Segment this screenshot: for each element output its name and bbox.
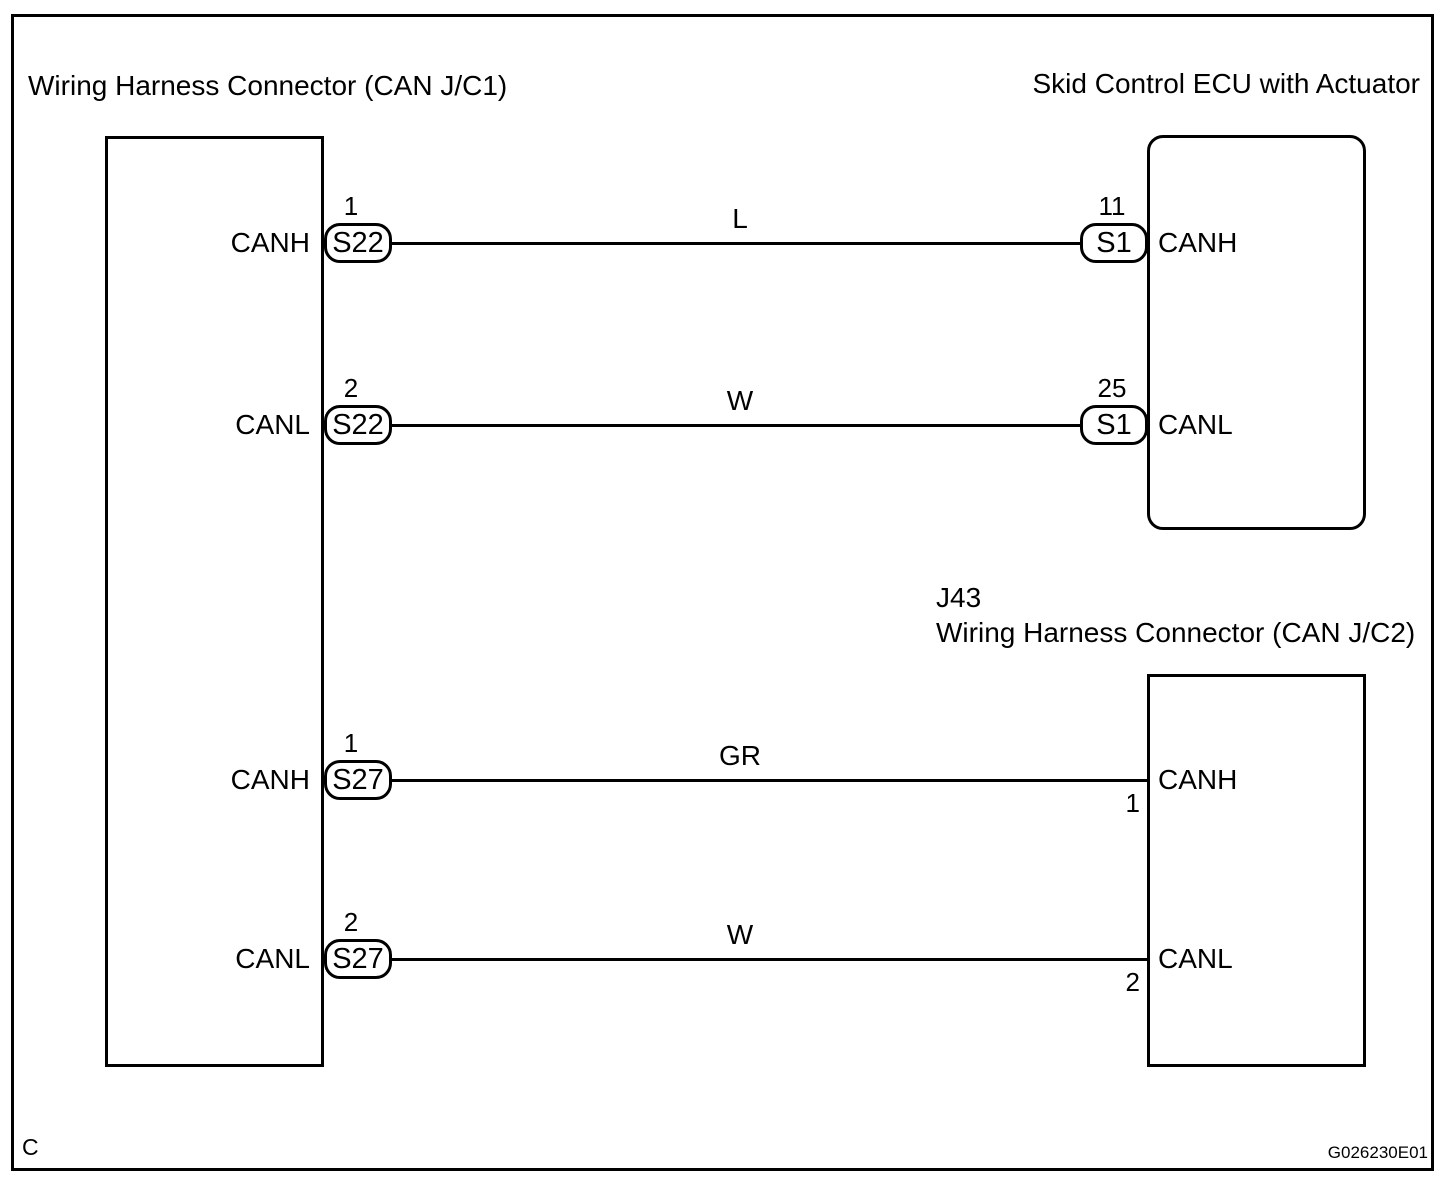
pin-number: 2 bbox=[343, 907, 359, 937]
signal-label: CANH bbox=[230, 764, 310, 795]
wire-canh-jc1-jc2 bbox=[391, 779, 1148, 782]
wire-color-label: L bbox=[732, 203, 748, 234]
pin-number: 25 bbox=[1097, 373, 1127, 403]
pin-number: 2 bbox=[343, 373, 359, 403]
wire-canh-jc1-ecu bbox=[391, 242, 1082, 245]
signal-label: CANL bbox=[235, 409, 310, 440]
wire-color-label: W bbox=[726, 919, 754, 950]
document-code: G026230E01 bbox=[1327, 1143, 1428, 1162]
diagram-border bbox=[11, 14, 1434, 1171]
left-connector-box bbox=[105, 136, 324, 1067]
terminal-pill: S1 bbox=[1080, 223, 1148, 263]
pin-number: 11 bbox=[1098, 191, 1126, 221]
terminal-pill: S22 bbox=[324, 405, 392, 445]
pin-number: 1 bbox=[343, 191, 359, 221]
left-connector-title: Wiring Harness Connector (CAN J/C1) bbox=[28, 70, 508, 101]
jc2-title-line1: J43 bbox=[936, 582, 982, 613]
pin-number: 1 bbox=[343, 728, 359, 758]
terminal-pill: S1 bbox=[1080, 405, 1148, 445]
signal-label: CANH bbox=[230, 227, 310, 258]
ecu-box bbox=[1147, 135, 1366, 530]
terminal-pill: S22 bbox=[324, 223, 392, 263]
terminal-pill: S27 bbox=[324, 760, 392, 800]
wire-color-label: W bbox=[726, 385, 754, 416]
wire-canl-jc1-ecu bbox=[391, 424, 1082, 427]
jc2-title-line2: Wiring Harness Connector (CAN J/C2) bbox=[936, 617, 1416, 648]
jc2-connector-box bbox=[1147, 674, 1366, 1067]
footer-section-mark: C bbox=[22, 1134, 39, 1160]
wire-canl-jc1-jc2 bbox=[391, 958, 1148, 961]
terminal-pill: S27 bbox=[324, 939, 392, 979]
signal-label: CANL bbox=[1158, 943, 1233, 974]
signal-label: CANL bbox=[1158, 409, 1233, 440]
pin-number: 1 bbox=[1125, 788, 1140, 818]
ecu-title: Skid Control ECU with Actuator bbox=[1032, 68, 1421, 99]
signal-label: CANH bbox=[1158, 764, 1238, 795]
jc2-connector-title: J43 Wiring Harness Connector (CAN J/C2) bbox=[936, 580, 1415, 650]
signal-label: CANH bbox=[1158, 227, 1238, 258]
pin-number: 2 bbox=[1125, 967, 1140, 997]
signal-label: CANL bbox=[235, 943, 310, 974]
wire-color-label: GR bbox=[719, 740, 761, 771]
